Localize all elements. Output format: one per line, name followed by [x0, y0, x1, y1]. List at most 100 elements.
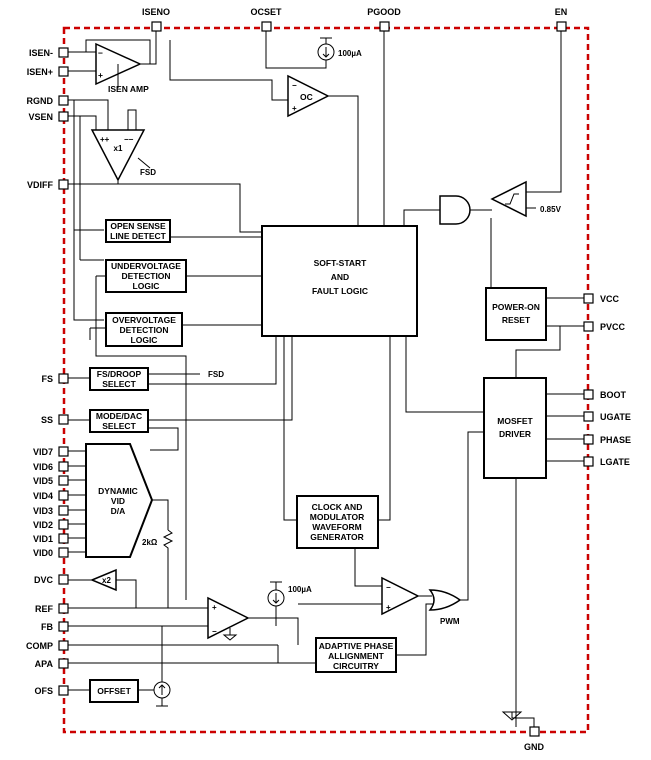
pin-phase[interactable]: PHASE	[583, 434, 631, 445]
x2-amp: x2	[90, 568, 117, 592]
svg-text:OPEN SENSE: OPEN SENSE	[110, 221, 166, 231]
svg-text:FB: FB	[41, 622, 53, 632]
pin-vid6[interactable]: VID6	[33, 461, 69, 472]
pwm-comparator: − +	[381, 576, 420, 616]
svg-text:+: +	[386, 603, 391, 612]
pin-fs[interactable]: FS	[41, 373, 69, 384]
pin-pvcc[interactable]: PVCC	[583, 321, 626, 332]
pin-vid7[interactable]: VID7	[33, 446, 69, 457]
svg-text:FAULT LOGIC: FAULT LOGIC	[312, 286, 368, 296]
svg-text:100µA: 100µA	[288, 585, 312, 594]
svg-text:2kΩ: 2kΩ	[142, 538, 158, 547]
svg-text:VID7: VID7	[33, 447, 53, 457]
svg-text:ISENO: ISENO	[142, 7, 170, 17]
svg-text:VID3: VID3	[33, 506, 53, 516]
adaptive-phase-block: ADAPTIVE PHASE ALLIGNMENT CIRCUITRY	[315, 637, 397, 673]
svg-text:APA: APA	[35, 659, 54, 669]
svg-text:x1: x1	[114, 144, 123, 153]
svg-text:x2: x2	[102, 576, 111, 585]
svg-text:++: ++	[100, 135, 110, 144]
pin-vid0[interactable]: VID0	[33, 547, 69, 558]
pin-vid4[interactable]: VID4	[33, 490, 69, 501]
svg-text:VDIFF: VDIFF	[27, 180, 54, 190]
svg-text:UNDERVOLTAGE: UNDERVOLTAGE	[111, 261, 181, 271]
svg-text:−: −	[386, 583, 391, 592]
mosfet-driver-block: MOSFET DRIVER	[483, 377, 547, 479]
svg-text:LOGIC: LOGIC	[133, 281, 160, 291]
pin-vdiff[interactable]: VDIFF	[27, 179, 69, 190]
svg-text:FSD: FSD	[208, 370, 224, 379]
soft-start-block: SOFT-START AND FAULT LOGIC	[261, 225, 418, 337]
mode-dac-block: MODE/DAC SELECT	[89, 409, 149, 433]
pin-rgnd[interactable]: RGND	[27, 95, 69, 106]
oc-comparator: − + OC	[287, 74, 330, 118]
svg-text:SELECT: SELECT	[102, 421, 136, 431]
svg-text:VID2: VID2	[33, 520, 53, 530]
pin-ss[interactable]: SS	[41, 414, 69, 425]
svg-text:CLOCK AND: CLOCK AND	[312, 502, 363, 512]
svg-text:−: −	[292, 81, 297, 90]
svg-text:PVCC: PVCC	[600, 322, 626, 332]
pin-lgate[interactable]: LGATE	[583, 456, 630, 467]
svg-text:−−: −−	[124, 135, 134, 144]
svg-text:REF: REF	[35, 604, 54, 614]
gnd-symbol	[501, 711, 535, 727]
pin-ugate[interactable]: UGATE	[583, 411, 631, 422]
pin-boot[interactable]: BOOT	[583, 389, 627, 400]
pin-vid5[interactable]: VID5	[33, 475, 69, 486]
pin-dvc[interactable]: DVC	[34, 574, 69, 585]
svg-text:SS: SS	[41, 415, 53, 425]
svg-text:VID0: VID0	[33, 548, 53, 558]
svg-text:VID: VID	[111, 496, 125, 506]
svg-text:AND: AND	[331, 272, 349, 282]
pin-vid1[interactable]: VID1	[33, 533, 69, 544]
x1-amp: ++ −− x1	[90, 129, 146, 182]
pin-vid2[interactable]: VID2	[33, 519, 69, 530]
clock-modulator-block: CLOCK AND MODULATOR WAVEFORM GENERATOR	[296, 495, 379, 549]
svg-text:ISEN-: ISEN-	[29, 48, 53, 58]
pin-en[interactable]: EN	[555, 7, 568, 32]
svg-text:GND: GND	[524, 742, 545, 752]
pin-isen-minus[interactable]: ISEN-	[29, 47, 69, 58]
svg-text:ADAPTIVE PHASE: ADAPTIVE PHASE	[319, 641, 394, 651]
svg-text:LINE DETECT: LINE DETECT	[110, 231, 167, 241]
svg-text:PWM: PWM	[440, 617, 460, 626]
svg-text:ISEN+: ISEN+	[27, 67, 53, 77]
svg-text:DRIVER: DRIVER	[499, 429, 531, 439]
svg-text:DYNAMIC: DYNAMIC	[98, 486, 138, 496]
svg-text:LOGIC: LOGIC	[131, 335, 158, 345]
svg-text:0.85V: 0.85V	[540, 205, 562, 214]
pin-comp[interactable]: COMP	[26, 640, 69, 651]
pin-isen-plus[interactable]: ISEN+	[27, 66, 69, 77]
svg-text:−: −	[98, 48, 103, 58]
svg-text:VID5: VID5	[33, 476, 53, 486]
svg-text:VID6: VID6	[33, 462, 53, 472]
or-gate	[428, 589, 462, 611]
dynamic-vid-block: DYNAMIC VID D/A	[85, 443, 154, 558]
pin-apa[interactable]: APA	[35, 658, 69, 669]
svg-text:100µA: 100µA	[338, 49, 362, 58]
svg-text:+: +	[212, 603, 217, 612]
pin-ref[interactable]: REF	[35, 603, 69, 614]
svg-text:SOFT-START: SOFT-START	[314, 258, 368, 268]
offset-block: OFFSET	[89, 679, 139, 703]
pin-vid3[interactable]: VID3	[33, 505, 69, 516]
svg-text:PHASE: PHASE	[600, 435, 631, 445]
svg-text:POWER-ON: POWER-ON	[492, 302, 540, 312]
svg-text:FS/DROOP: FS/DROOP	[97, 369, 142, 379]
pin-fb[interactable]: FB	[41, 621, 69, 632]
pin-vcc[interactable]: VCC	[583, 293, 620, 304]
svg-text:OC: OC	[300, 92, 313, 102]
current-source-ofs	[153, 626, 171, 707]
svg-text:SELECT: SELECT	[102, 379, 136, 389]
fs-droop-block: FS/DROOP SELECT	[89, 367, 149, 391]
current-source-oc: 100µA	[266, 37, 362, 69]
undervoltage-block: UNDERVOLTAGE DETECTION LOGIC	[105, 259, 187, 293]
svg-text:FS: FS	[41, 374, 53, 384]
svg-text:CIRCUITRY: CIRCUITRY	[333, 661, 379, 671]
svg-text:UGATE: UGATE	[600, 412, 631, 422]
svg-text:GENERATOR: GENERATOR	[310, 532, 364, 542]
pin-vsen[interactable]: VSEN	[28, 111, 69, 122]
svg-text:DETECTION: DETECTION	[121, 271, 170, 281]
pin-ofs[interactable]: OFS	[34, 685, 69, 696]
